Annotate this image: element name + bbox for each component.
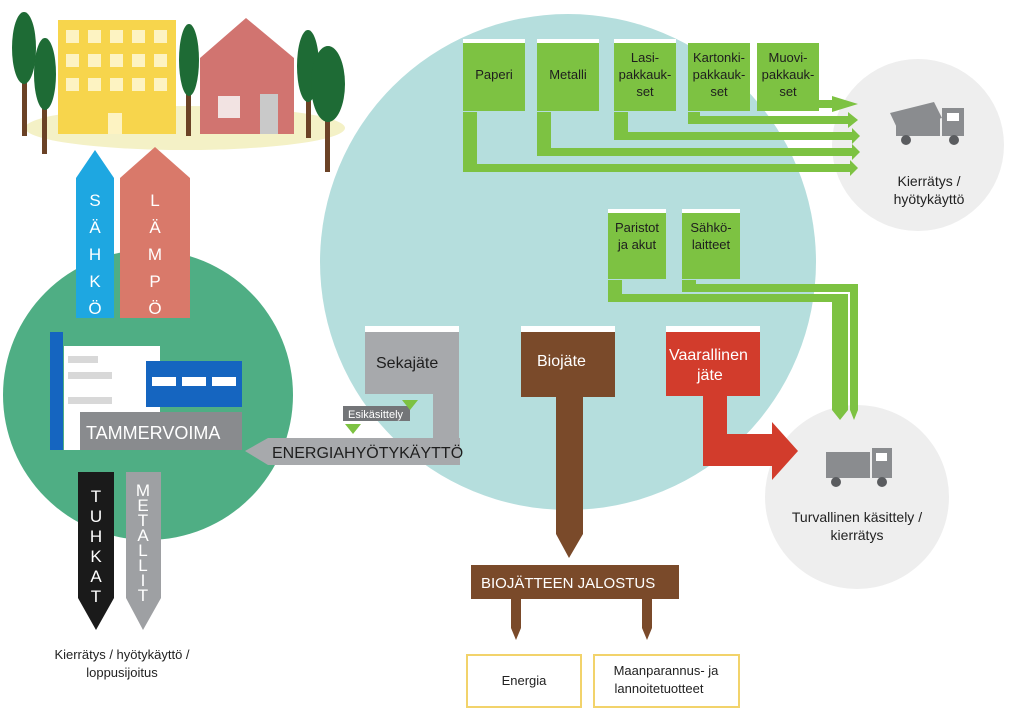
special-waste-bins: Paristot ja akut Sähkö-laitteet [608,209,740,279]
ash-destination: Kierrätys / hyötykäyttö / loppusijoitus [54,647,189,680]
power-plant: TAMMERVOIMA [50,332,242,450]
recycling-bin-label: Muovi- [768,50,807,65]
recycling-flows [463,96,860,420]
soil-product-box [593,654,740,708]
safe-handling-truck-icon [826,448,892,487]
recycling-bin-label: set [636,84,654,99]
arrow-letter: T [138,511,148,530]
safe-handling-circle [765,405,949,589]
arrow-letter: I [141,571,146,590]
energy-recovery-label: ENERGIAHYÖTYKÄYTTÖ [272,444,463,462]
special-bin-0: Paristot ja akut [608,209,666,279]
soil-product-line-2: lannoitetuotteet [615,681,704,696]
recycling-destination-line-1: Kierrätys / [897,173,960,189]
arrow-letter: T [91,587,101,606]
safe-handling-destination: Turvallinen käsittely / kierrätys [792,509,922,543]
recycling-bin-2: Lasi-pakkauk-set [614,39,676,111]
arrow-letter: H [89,245,101,264]
arrow-letter: A [90,567,102,586]
energy-product-box [466,654,582,708]
mixed-waste-bin: Sekajäte Esikäsittely [343,326,459,438]
recycling-bin-0: Paperi [463,39,525,111]
recycling-destination: Kierrätys / hyötykäyttö [894,173,965,207]
energy-product-label: Energia [502,673,548,688]
recycling-bin-label: pakkauk- [693,67,746,82]
arrow-letter: H [90,527,102,546]
plant-label: TAMMERVOIMA [86,423,220,443]
bio-processing: BIOJÄTTEEN JALOSTUS Energia Maanparannus… [466,565,740,708]
house [200,18,294,134]
arrow-letter: P [149,272,160,291]
trees [12,12,345,172]
arrow-letter: L [150,191,159,210]
recycling-bin-3: Kartonki-pakkauk-set [688,39,750,111]
recycling-bin-label: Paperi [475,67,513,82]
arrow-letter: E [137,496,148,515]
arrow-letter: M [148,245,162,264]
hazardous-waste-line-2: jäte [696,367,723,384]
arrow-letter: Ä [89,218,101,237]
arrow-letter: L [138,541,147,560]
special-bin-label: Paristot [615,220,659,235]
arrow-letter: Ä [149,218,161,237]
recycling-truck-icon [890,102,964,145]
recycling-bin-1: Metalli [537,39,599,111]
mixed-waste-label: Sekajäte [376,355,438,372]
bio-waste-label: Biojäte [537,353,586,370]
soil-product-line-1: Maanparannus- ja [614,663,720,678]
recycling-destination-line-2: hyötykäyttö [894,191,965,207]
energy-recovery-arrow: ENERGIAHYÖTYKÄYTTÖ [245,438,463,465]
special-bin-label: Sähkö- [690,220,731,235]
special-bin-1: Sähkö-laitteet [682,209,740,279]
safe-handling-line-1: Turvallinen käsittely / [792,509,922,525]
recycling-destination-circle [832,59,1004,231]
town-scene [12,12,345,172]
arrow-letter: T [91,487,101,506]
arrow-letter: A [137,526,149,545]
bio-waste-bin: Biojäte [521,326,615,558]
arrow-letter: T [138,586,148,605]
pretreatment-label: Esikäsittely [348,409,404,421]
ash-destination-line-1: Kierrätys / hyötykäyttö / [54,647,189,662]
bio-processing-label: BIOJÄTTEEN JALOSTUS [481,575,655,592]
recycling-bin-label: pakkauk- [619,67,672,82]
special-bin-label: ja akut [617,237,657,252]
arrow-letter: Ö [88,299,101,318]
arrow-letter: Ö [148,299,161,318]
hazardous-waste-line-1: Vaarallinen [669,347,748,364]
arrow-letter: S [89,191,100,210]
recycling-bin-label: Lasi- [631,50,659,65]
arrow-letter: L [138,556,147,575]
arrow-letter: K [89,272,101,291]
recycling-bin-label: Metalli [549,67,587,82]
recycling-bin-label: Kartonki- [693,50,745,65]
recycling-bin-label: set [710,84,728,99]
hazardous-waste-bin: Vaarallinen jäte [666,326,798,480]
special-bin-label: laitteet [692,237,731,252]
arrow-letter: M [136,481,150,500]
arrow-letter: K [90,547,102,566]
safe-handling-line-2: kierrätys [831,527,884,543]
arrow-letter: U [90,507,102,526]
recycling-bin-label: pakkauk- [762,67,815,82]
recycling-bin-4: Muovi-pakkauk-set [757,39,819,111]
ash-destination-line-2: loppusijoitus [86,665,158,680]
recycling-bin-label: set [779,84,797,99]
